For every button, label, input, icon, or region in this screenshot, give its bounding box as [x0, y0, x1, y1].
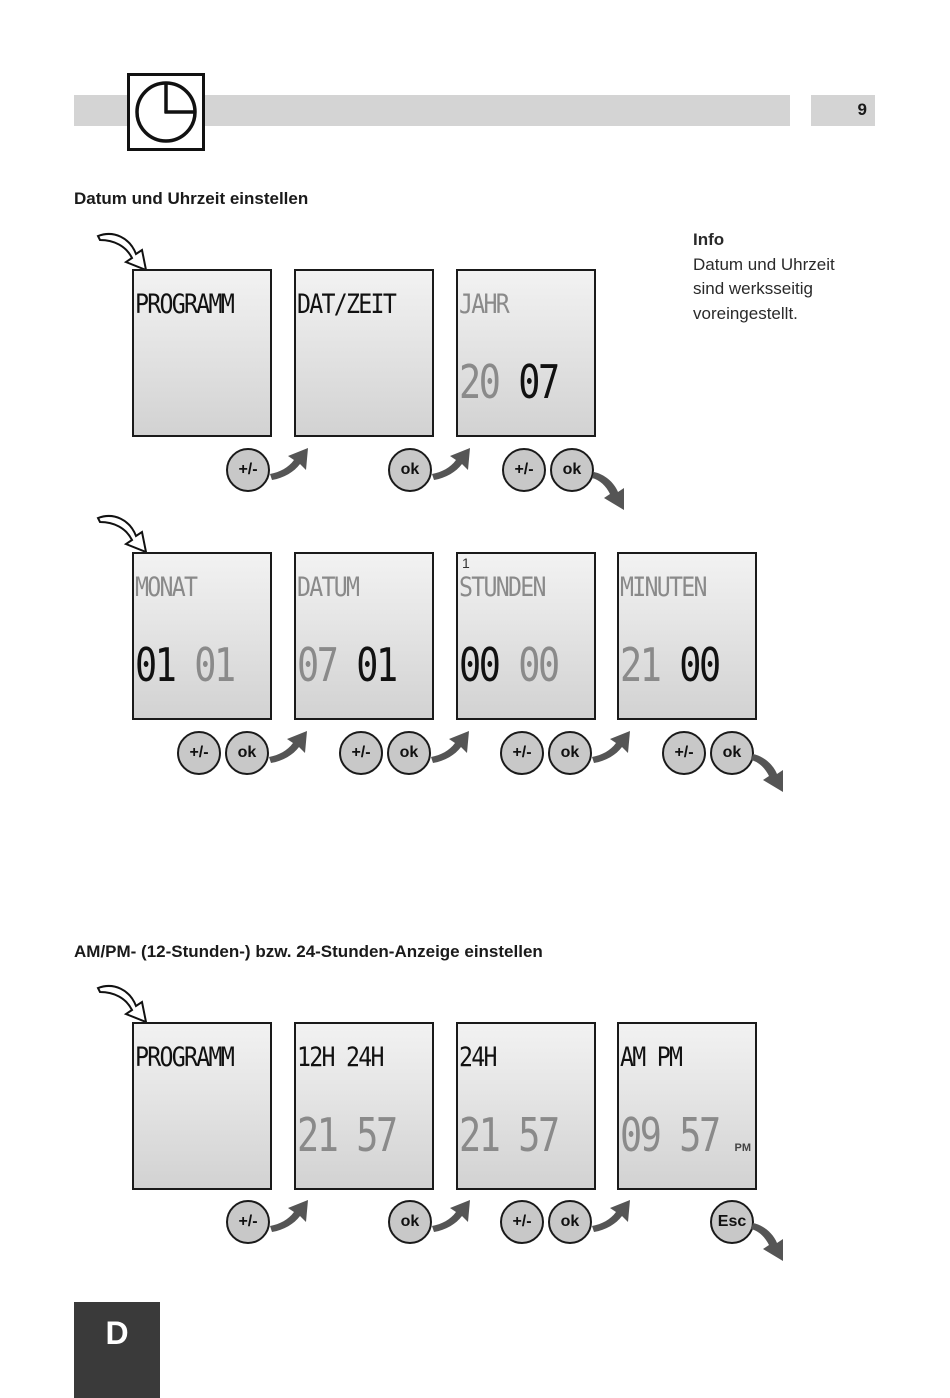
next-arrow-icon: [592, 1200, 630, 1232]
lcd-display-24h: 24H 21 57: [456, 1022, 596, 1190]
lcd-display-12h-24h: 12H 24H 21 57: [294, 1022, 434, 1190]
next-arrow-icon: [432, 448, 470, 480]
ok-button[interactable]: ok: [548, 1200, 592, 1244]
lcd-label: 24H: [459, 1042, 498, 1073]
lcd-label: DAT/ZEIT: [297, 289, 397, 320]
pm-indicator: PM: [734, 1142, 752, 1154]
lcd-label: 12H 24H: [297, 1042, 385, 1073]
next-arrow-icon: [592, 472, 624, 510]
plus-minus-button[interactable]: +/-: [339, 731, 383, 775]
lcd-label: PROGRAMM: [135, 289, 235, 320]
next-arrow-icon: [592, 731, 630, 763]
lcd-display-programm: PROGRAMM: [132, 1022, 272, 1190]
lcd-label: MONAT: [135, 572, 198, 603]
info-line: voreingestellt.: [693, 303, 798, 323]
lcd-indicator: 1: [462, 555, 470, 571]
plus-minus-button[interactable]: +/-: [226, 448, 270, 492]
lcd-display-dat-zeit: DAT/ZEIT: [294, 269, 434, 437]
plus-minus-button[interactable]: +/-: [662, 731, 706, 775]
lcd-value: 21 57: [297, 1108, 398, 1162]
plus-minus-button[interactable]: +/-: [226, 1200, 270, 1244]
lcd-label: MINUTEN: [620, 572, 708, 603]
ok-button[interactable]: ok: [225, 731, 269, 775]
lcd-value: 09 57: [620, 1108, 721, 1162]
esc-button[interactable]: Esc: [710, 1200, 754, 1244]
next-arrow-icon: [431, 731, 469, 763]
lcd-value: 21 57: [459, 1108, 560, 1162]
next-arrow-icon: [269, 731, 307, 763]
info-title: Info: [693, 230, 725, 249]
info-line: sind werksseitig: [693, 279, 813, 298]
lcd-label: JAHR: [459, 289, 510, 320]
lcd-value: 00 00: [459, 638, 560, 692]
plus-minus-button[interactable]: +/-: [502, 448, 546, 492]
lcd-display-datum: DATUM 07 01: [294, 552, 434, 720]
plus-minus-button[interactable]: +/-: [177, 731, 221, 775]
lcd-display-stunden: 1 STUNDEN 00 00: [456, 552, 596, 720]
lcd-value: 07 01: [297, 638, 398, 692]
plus-minus-button[interactable]: +/-: [500, 731, 544, 775]
ok-button[interactable]: ok: [388, 448, 432, 492]
next-arrow-icon: [270, 448, 308, 480]
lcd-label: PROGRAMM: [135, 1042, 235, 1073]
lcd-display-am-pm: AM PM 09 57 PM: [617, 1022, 757, 1190]
language-tab: D: [74, 1302, 160, 1398]
lcd-display-monat: MONAT 01 01: [132, 552, 272, 720]
next-arrow-icon: [751, 1223, 783, 1261]
ok-button[interactable]: ok: [387, 731, 431, 775]
info-note: Info Datum und Uhrzeit sind werksseitig …: [693, 228, 835, 326]
ok-button[interactable]: ok: [710, 731, 754, 775]
lcd-display-programm: PROGRAMM: [132, 269, 272, 437]
clock-icon: [127, 73, 205, 151]
pointer-arrow-icon: [96, 515, 148, 554]
lcd-label: STUNDEN: [459, 572, 547, 603]
lcd-display-jahr: JAHR 20 07: [456, 269, 596, 437]
plus-minus-button[interactable]: +/-: [500, 1200, 544, 1244]
lcd-display-minuten: MINUTEN 21 00: [617, 552, 757, 720]
ok-button[interactable]: ok: [388, 1200, 432, 1244]
info-line: Datum und Uhrzeit: [693, 254, 835, 274]
section-heading-date-time: Datum und Uhrzeit einstellen: [74, 189, 309, 208]
ok-button[interactable]: ok: [550, 448, 594, 492]
next-arrow-icon: [432, 1200, 470, 1232]
next-arrow-icon: [270, 1200, 308, 1232]
ok-button[interactable]: ok: [548, 731, 592, 775]
lcd-value: 21 00: [620, 638, 721, 692]
lcd-value: 01 01: [135, 638, 236, 692]
pointer-arrow-icon: [96, 233, 148, 272]
lcd-label: AM PM: [620, 1042, 683, 1073]
lcd-label: DATUM: [297, 572, 360, 603]
lcd-value: 20 07: [459, 355, 560, 409]
section-heading-am-pm: AM/PM- (12-Stunden-) bzw. 24-Stunden-Anz…: [74, 942, 543, 961]
next-arrow-icon: [751, 754, 783, 792]
page-number: 9: [811, 95, 875, 126]
pointer-arrow-icon: [96, 985, 148, 1024]
